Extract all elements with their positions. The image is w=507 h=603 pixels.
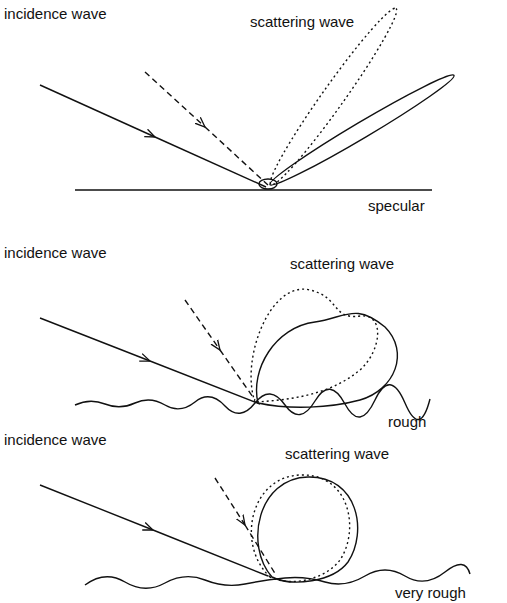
scattering-lobe <box>266 68 458 191</box>
incidence-ray-dashed <box>215 478 245 525</box>
incidence-ray-dashed <box>245 525 276 575</box>
incidence-ray <box>155 137 266 187</box>
scattering-lobe-dotted <box>251 289 378 402</box>
surface-label: specular <box>368 198 425 213</box>
incidence-label: incidence wave <box>4 6 107 21</box>
incidence-ray <box>40 85 155 137</box>
scattering-label: scattering wave <box>290 256 394 271</box>
scattering-label: scattering wave <box>285 446 389 461</box>
scattering-lobe <box>257 313 398 407</box>
incidence-ray-dashed <box>220 350 255 400</box>
incidence-ray <box>153 530 268 576</box>
incidence-label: incidence wave <box>4 432 107 447</box>
scattering-blob <box>259 179 277 189</box>
scattering-lobe-dotted <box>262 2 405 191</box>
scattering-lobe <box>258 477 358 582</box>
incidence-ray <box>40 318 150 361</box>
incidence-ray-dashed <box>205 127 268 185</box>
incidence-ray-dashed <box>185 300 220 350</box>
incidence-ray-dashed <box>145 72 205 127</box>
surface-label: rough <box>388 414 426 429</box>
scattering-label: scattering wave <box>250 14 354 29</box>
rough-surface <box>75 385 430 420</box>
incidence-ray <box>40 485 153 530</box>
scattering-lobe-dotted <box>251 475 349 582</box>
incidence-label: incidence wave <box>4 245 107 260</box>
surface-label: very rough <box>395 585 466 600</box>
smooth-surface <box>75 189 432 190</box>
